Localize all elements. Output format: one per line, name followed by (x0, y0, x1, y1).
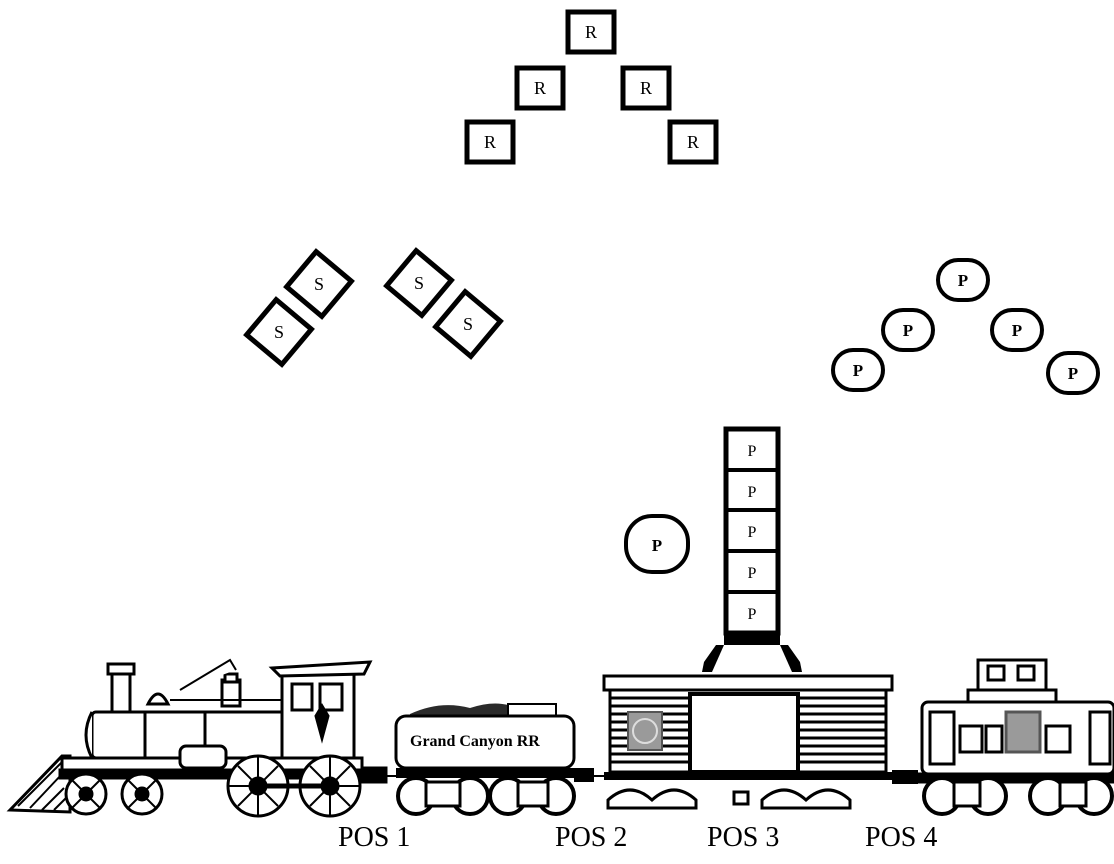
p-circle-letter: P (853, 361, 863, 380)
boxcar-trucks (608, 790, 850, 808)
p-circle: P (833, 350, 883, 390)
r-square-letter: R (640, 78, 652, 98)
p-circle-letter: P (903, 321, 913, 340)
r-square: R (623, 68, 669, 108)
p-circle: P (992, 310, 1042, 350)
r-square-letter: R (585, 22, 597, 42)
caboose-logo (1006, 712, 1040, 752)
pos-4-label: POS 4 (865, 822, 937, 854)
p-circle-letter: P (1068, 364, 1078, 383)
s-diamond-letter: S (274, 322, 284, 342)
p-circle-letter: P (958, 271, 968, 290)
s-diamond-letter: S (414, 273, 424, 293)
boxcar-door (690, 694, 798, 772)
p-block-letter: P (748, 565, 757, 582)
pos-3-label: POS 3 (707, 822, 779, 854)
locomotive (10, 660, 386, 816)
p-circle: P (1048, 353, 1098, 393)
p-circle-letter: P (652, 536, 662, 555)
pos-1-label: POS 1 (338, 822, 410, 854)
p-block-letter: P (748, 524, 757, 541)
p-circle: P (883, 310, 933, 350)
r-square: R (517, 68, 563, 108)
crane-stand (702, 633, 802, 672)
p-circle: P (626, 516, 688, 572)
r-square-group: R R R R R (467, 12, 716, 162)
p-stack: P P P P P (726, 429, 778, 633)
r-square-letter: R (534, 78, 546, 98)
tender-car: Grand Canyon RR (396, 703, 594, 814)
p-block-letter: P (748, 484, 757, 501)
r-square-letter: R (687, 132, 699, 152)
p-circle-letter: P (1012, 321, 1022, 340)
p-circle-group: P P P P P P (626, 260, 1098, 572)
r-square-letter: R (484, 132, 496, 152)
tender-label: Grand Canyon RR (410, 733, 540, 750)
s-diamond-letter: S (463, 314, 473, 334)
boxcar (604, 676, 918, 808)
pos-2-label: POS 2 (555, 822, 627, 854)
r-square: R (670, 122, 716, 162)
caboose (916, 660, 1114, 814)
s-diamond-letter: S (314, 274, 324, 294)
p-block-letter: P (748, 443, 757, 460)
p-block-letter: P (748, 606, 757, 623)
p-circle: P (938, 260, 988, 300)
r-square: R (568, 12, 614, 52)
r-square: R (467, 122, 513, 162)
s-diamond-group: S S S S (247, 251, 501, 365)
